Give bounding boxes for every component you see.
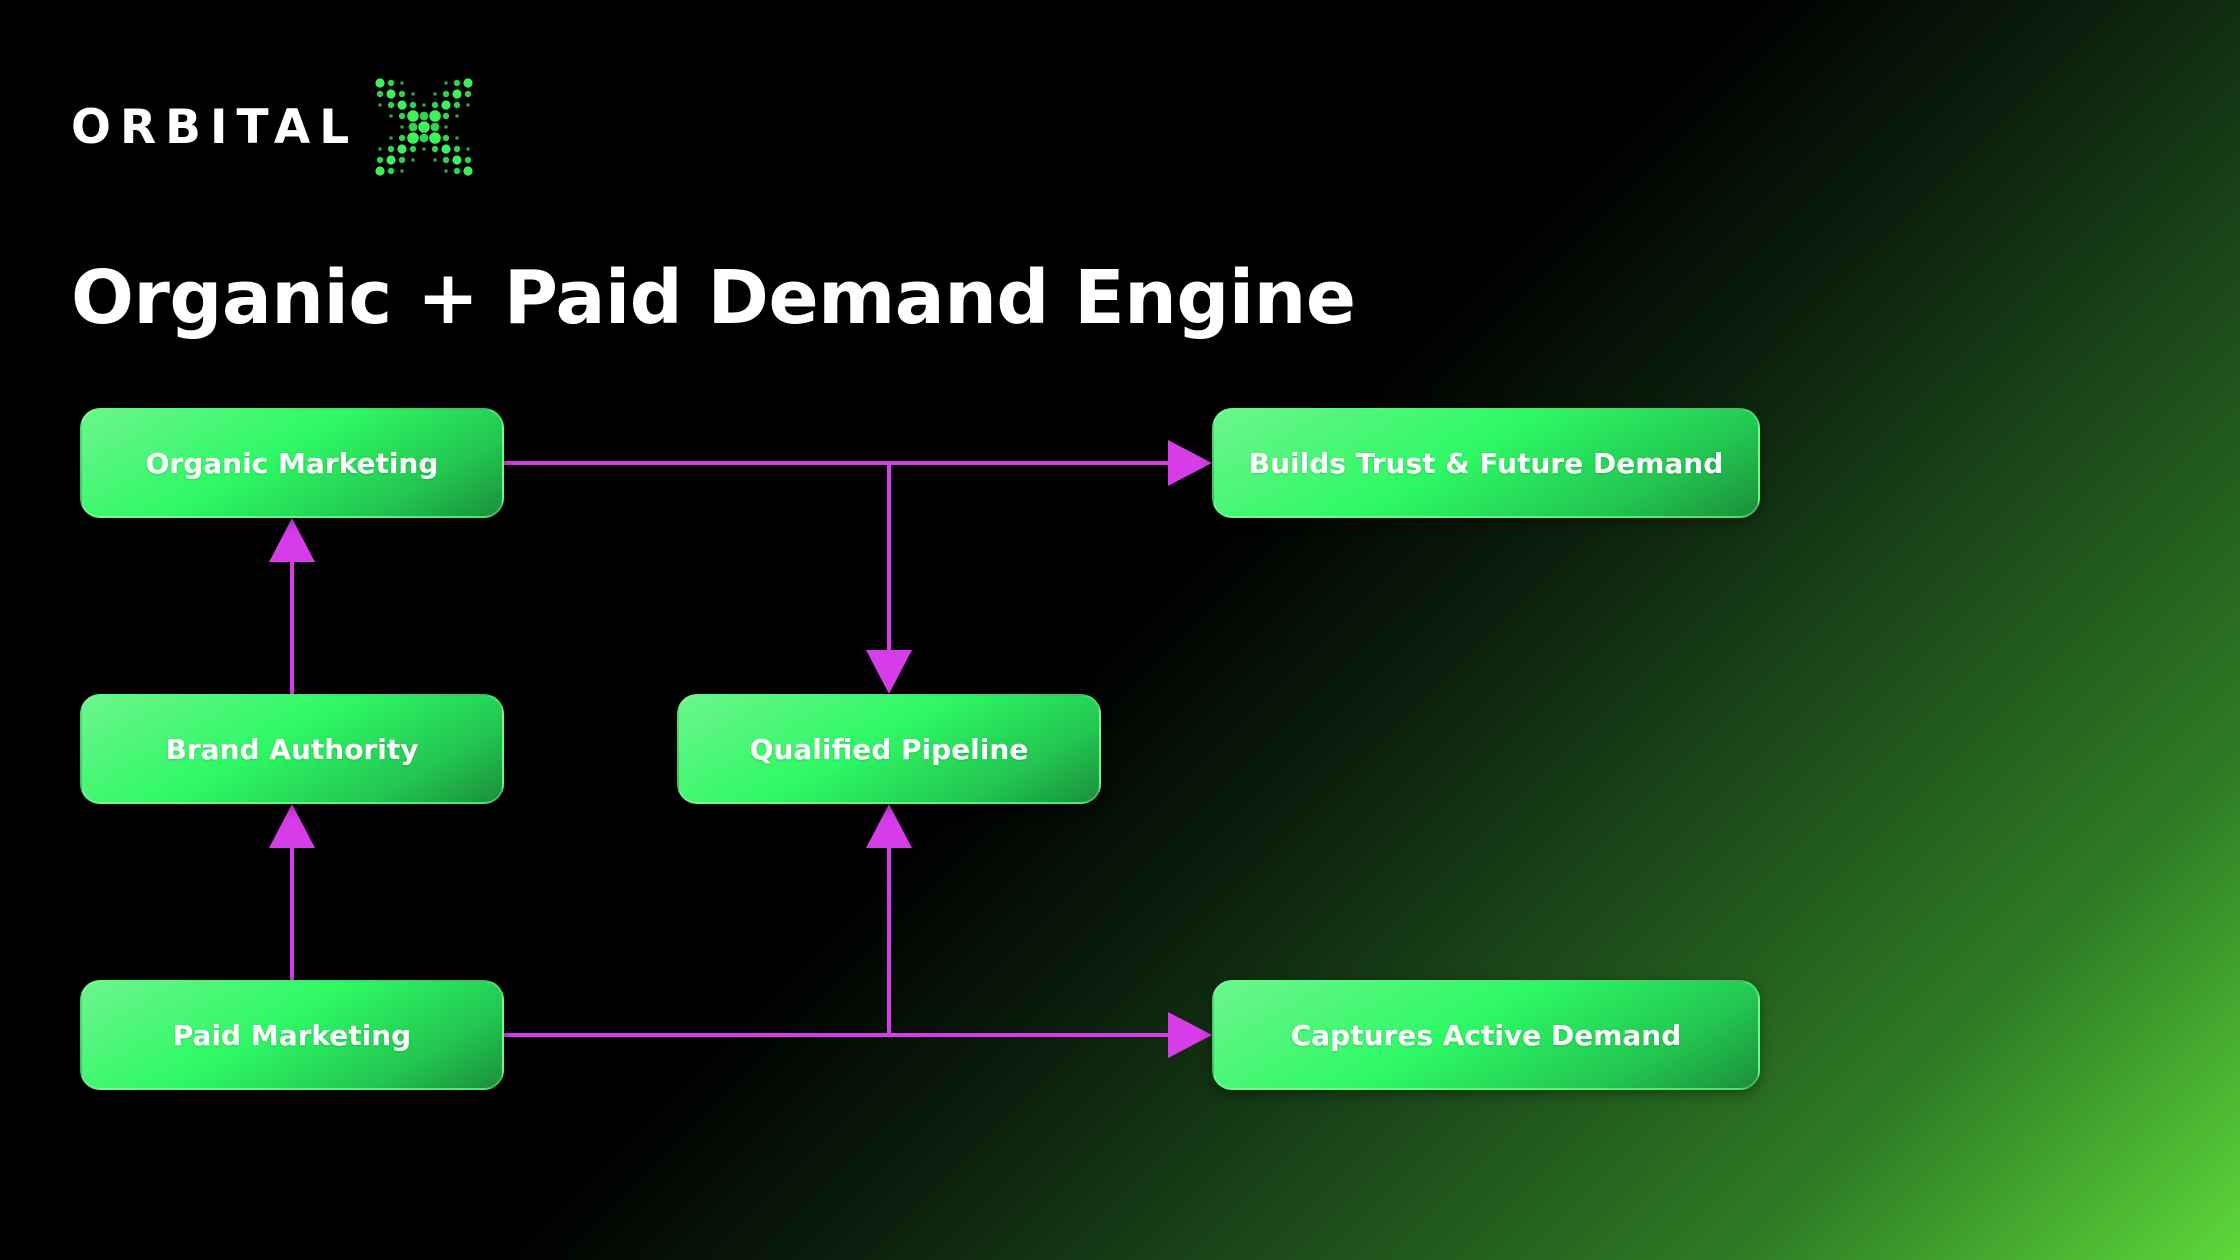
logo-dot <box>419 133 429 143</box>
logo-dot <box>400 125 405 129</box>
logo-dot <box>386 89 396 99</box>
x-dot-grid-icon <box>375 78 473 176</box>
logo-dot <box>429 110 442 122</box>
page-title: Organic + Paid Demand Engine <box>71 255 1356 341</box>
logo-dot <box>444 169 449 173</box>
logo-dot <box>454 101 461 109</box>
node-label: Brand Authority <box>165 732 419 766</box>
logo-dot <box>400 81 405 85</box>
logo-dot <box>411 158 416 162</box>
logo-dot <box>388 145 395 153</box>
logo-dot <box>388 167 395 175</box>
logo-dot <box>375 166 385 176</box>
logo-dot <box>452 89 462 99</box>
logo-dot <box>444 125 449 129</box>
logo-dot <box>441 100 451 110</box>
logo-dot <box>388 79 395 87</box>
node-label: Captures Active Demand <box>1290 1018 1682 1052</box>
logo-dot <box>410 101 417 109</box>
logo-dot <box>443 134 450 142</box>
logo-dot <box>389 136 394 140</box>
node-qualified-pipeline: Qualified Pipeline <box>677 694 1101 804</box>
logo-dot <box>465 90 472 98</box>
logo-dot <box>418 121 431 133</box>
logo-dot <box>377 156 384 164</box>
logo-dot <box>454 167 461 175</box>
node-builds-trust: Builds Trust & Future Demand <box>1212 408 1760 518</box>
node-label: Builds Trust & Future Demand <box>1248 446 1724 480</box>
logo-dot <box>432 101 439 109</box>
logo-dot <box>455 114 460 118</box>
logo-dot <box>411 92 416 96</box>
logo-dot <box>429 132 442 144</box>
logo-dot <box>377 90 384 98</box>
logo-dot <box>432 145 439 153</box>
brand-logo: ORBITAL <box>71 72 476 182</box>
logo-dot <box>386 155 396 165</box>
logo-dot <box>463 166 473 176</box>
logo-dot <box>463 78 473 88</box>
logo-dot <box>399 112 406 120</box>
logo-dot <box>397 144 407 154</box>
logo-dot <box>407 110 420 122</box>
logo-dot <box>455 136 460 140</box>
logo-dot <box>408 122 418 132</box>
node-label: Qualified Pipeline <box>749 732 1029 766</box>
logo-dot <box>378 103 383 107</box>
node-captures-active-demand: Captures Active Demand <box>1212 980 1760 1090</box>
logo-dot <box>388 101 395 109</box>
logo-dot <box>410 145 417 153</box>
logo-dot <box>399 90 406 98</box>
node-paid-marketing: Paid Marketing <box>80 980 504 1090</box>
logo-dot <box>454 79 461 87</box>
logo-dot <box>397 100 407 110</box>
logo-dot <box>430 122 440 132</box>
logo-dot <box>452 155 462 165</box>
logo-dot <box>399 134 406 142</box>
node-label: Organic Marketing <box>145 446 439 480</box>
logo-dot <box>441 144 451 154</box>
logo-dot <box>422 147 427 151</box>
node-brand-authority: Brand Authority <box>80 694 504 804</box>
logo-dot <box>389 114 394 118</box>
logo-dot <box>378 147 383 151</box>
logo-dot <box>399 156 406 164</box>
logo-dot <box>433 92 438 96</box>
logo-dot <box>466 147 471 151</box>
logo-dot <box>443 90 450 98</box>
logo-dot <box>375 78 385 88</box>
logo-dot <box>400 169 405 173</box>
node-label: Paid Marketing <box>172 1018 412 1052</box>
logo-wordmark: ORBITAL <box>71 99 359 155</box>
logo-dot <box>444 81 449 85</box>
logo-dot <box>419 111 429 121</box>
logo-dot <box>407 132 420 144</box>
node-organic-marketing: Organic Marketing <box>80 408 504 518</box>
logo-dot <box>443 112 450 120</box>
logo-dot <box>433 158 438 162</box>
logo-dot <box>465 156 472 164</box>
logo-dot <box>422 103 427 107</box>
logo-dot <box>443 156 450 164</box>
logo-dot <box>454 145 461 153</box>
logo-dot <box>466 103 471 107</box>
